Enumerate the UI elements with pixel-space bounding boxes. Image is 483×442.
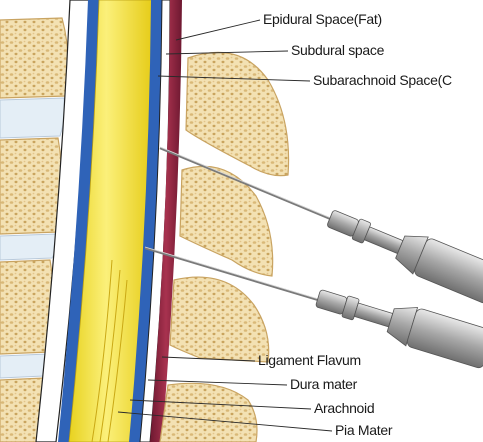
label-ligament-flavum: Ligament Flavum: [258, 352, 361, 368]
label-subdural-space: Subdural space: [291, 42, 385, 58]
label-dura-mater: Dura mater: [290, 376, 358, 392]
label-pia-mater: Pia Mater: [335, 422, 393, 438]
label-epidural-space: Epidural Space(Fat): [263, 11, 382, 27]
label-arachnoid: Arachnoid: [314, 400, 374, 416]
label-subarachnoid-space: Subarachnoid Space(C: [313, 72, 452, 88]
